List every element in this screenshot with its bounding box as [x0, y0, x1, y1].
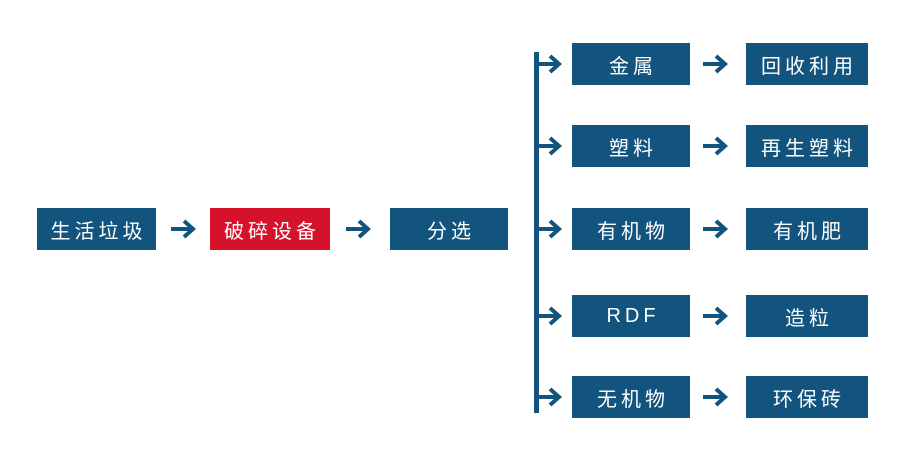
arrow-right-icon — [703, 54, 730, 74]
node-sorting: 分选 — [390, 208, 508, 250]
arrow-right-icon — [537, 136, 564, 156]
node-plastic: 塑料 — [572, 125, 690, 167]
arrow-right-icon — [537, 219, 564, 239]
node-inorganic-matter: 无机物 — [572, 376, 690, 418]
arrow-right-icon — [703, 219, 730, 239]
node-crushing-equipment: 破碎设备 — [210, 208, 330, 250]
node-granulation: 造粒 — [746, 295, 868, 337]
arrow-right-icon — [703, 136, 730, 156]
arrow-right-icon — [537, 306, 564, 326]
node-rdf: RDF — [572, 295, 690, 337]
node-household-waste: 生活垃圾 — [37, 208, 156, 250]
arrow-right-icon — [703, 306, 730, 326]
node-eco-brick: 环保砖 — [746, 376, 868, 418]
node-metal: 金属 — [572, 43, 690, 85]
node-organic-fertilizer: 有机肥 — [746, 208, 868, 250]
arrow-right-icon — [703, 387, 730, 407]
connector-spine — [534, 52, 539, 413]
arrow-right-icon — [537, 387, 564, 407]
node-recycling: 回收利用 — [746, 43, 868, 85]
arrow-right-icon — [537, 54, 564, 74]
node-organic-matter: 有机物 — [572, 208, 690, 250]
arrow-right-icon — [171, 219, 198, 239]
arrow-right-icon — [346, 219, 373, 239]
node-recycled-plastic: 再生塑料 — [746, 125, 868, 167]
